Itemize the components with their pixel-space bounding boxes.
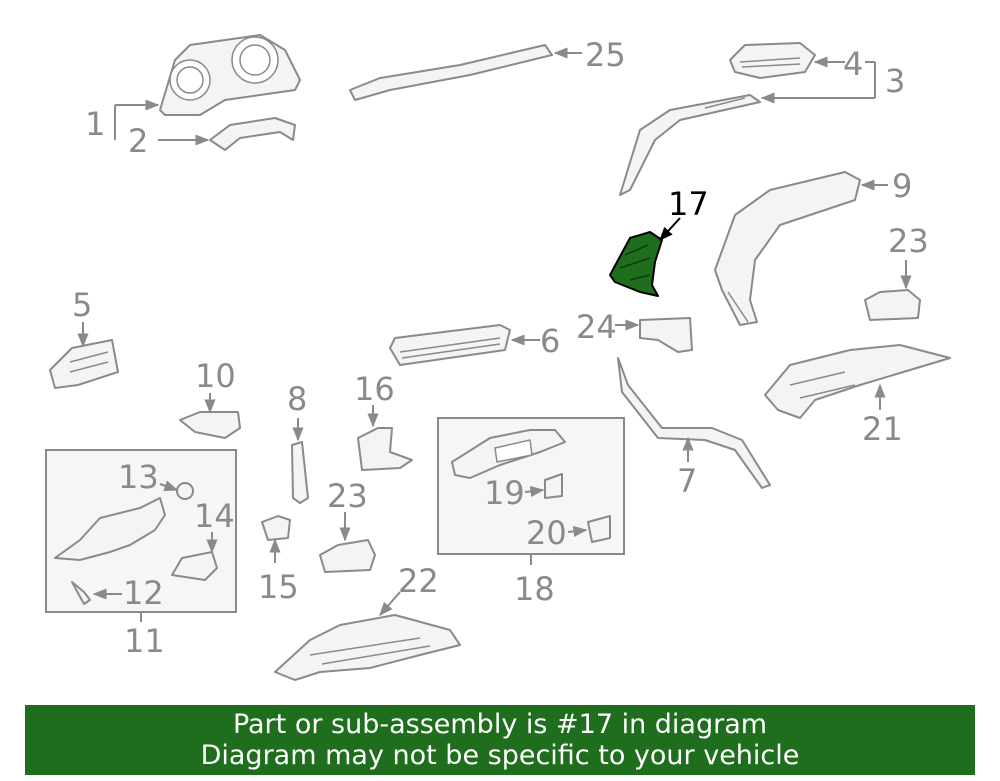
- label-23-right: 23: [888, 222, 929, 260]
- part-7-pillar-trim: [617, 357, 771, 489]
- part-22-floor-duct: [274, 614, 461, 681]
- label-25: 25: [585, 36, 626, 74]
- part-6-vent-strip: [389, 324, 511, 366]
- part-16-bracket: [357, 427, 413, 471]
- label-18: 18: [514, 570, 555, 608]
- label-5: 5: [72, 286, 92, 324]
- part-5-vent: [49, 339, 119, 389]
- part-4-vent: [729, 42, 816, 79]
- label-8: 8: [287, 380, 307, 418]
- label-10: 10: [195, 357, 236, 395]
- group-box-11: [45, 449, 237, 613]
- label-2: 2: [128, 122, 148, 160]
- label-19: 19: [484, 474, 525, 512]
- label-1: 1: [85, 105, 105, 143]
- banner-line-1: Part or sub-assembly is #17 in diagram: [232, 709, 768, 740]
- label-20: 20: [526, 514, 567, 552]
- leader-1-2: [114, 99, 210, 146]
- part-8-rod: [291, 441, 309, 504]
- part-15-clip: [261, 515, 291, 541]
- label-17: 17: [668, 185, 709, 223]
- label-6: 6: [540, 322, 560, 360]
- leader-13: [159, 480, 179, 492]
- part-25-strip: [349, 44, 553, 101]
- notice-banner: Part or sub-assembly is #17 in diagram D…: [25, 705, 975, 775]
- label-22: 22: [398, 562, 439, 600]
- leader-19: [524, 485, 545, 497]
- part-2-cluster-trim: [209, 117, 296, 151]
- label-14: 14: [194, 497, 235, 535]
- label-16: 16: [354, 370, 395, 408]
- leader-17: [659, 217, 681, 242]
- label-13: 13: [118, 458, 159, 496]
- part-23-right: [864, 289, 921, 321]
- part-10-trim: [179, 411, 241, 439]
- leader-20: [567, 525, 588, 537]
- part-17-highlighted: [609, 231, 663, 297]
- label-15: 15: [258, 568, 299, 606]
- label-9: 9: [892, 167, 912, 205]
- banner-line-2: Diagram may not be specific to your vehi…: [200, 740, 800, 771]
- part-21-floor-duct: [764, 344, 951, 419]
- label-11: 11: [124, 622, 165, 660]
- part-1-cluster-hood: [159, 34, 301, 116]
- part-3-duct: [619, 94, 761, 196]
- label-7: 7: [677, 462, 697, 500]
- label-24: 24: [576, 308, 617, 346]
- part-9-duct: [714, 171, 861, 326]
- leader-3-4: [760, 56, 876, 104]
- label-12: 12: [123, 574, 164, 612]
- label-4: 4: [843, 45, 863, 83]
- part-23-left: [319, 539, 376, 573]
- part-24-bracket: [639, 317, 693, 353]
- leader-22: [379, 591, 401, 617]
- label-23-left: 23: [327, 477, 368, 515]
- label-3: 3: [885, 62, 905, 100]
- label-21: 21: [862, 410, 903, 448]
